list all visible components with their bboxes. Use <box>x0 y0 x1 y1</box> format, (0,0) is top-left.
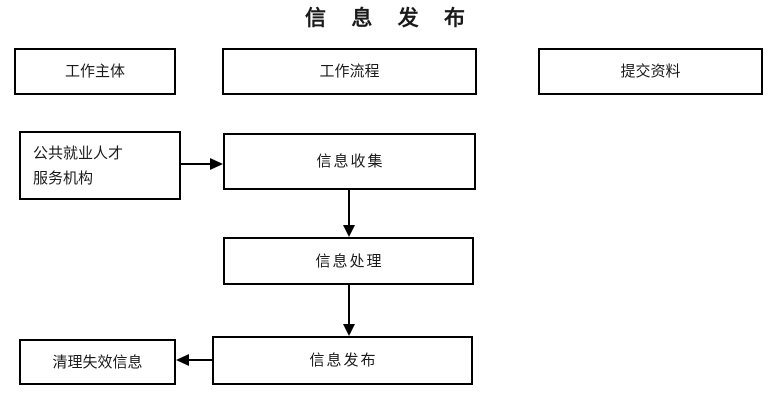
flow-node-publish-label: 信息发布 <box>309 351 378 369</box>
flow-node-publish: 信息发布 <box>212 336 473 385</box>
flow-node-agency: 公共就业人才 服务机构 <box>19 131 181 200</box>
column-header-submit-data: 提交资料 <box>538 48 763 95</box>
flow-node-collect-label: 信息收集 <box>316 152 385 170</box>
arrow-head <box>176 354 189 366</box>
page-title: 信 息 发 布 <box>305 6 474 30</box>
column-header-work-process: 工作流程 <box>222 48 477 95</box>
arrow-left-icon-publish-to-cleanup <box>176 354 214 366</box>
arrow-head <box>343 225 355 237</box>
arrow-shaft <box>186 359 214 361</box>
flow-node-cleanup-label: 清理失效信息 <box>52 352 143 371</box>
column-header-submit-data-label: 提交资料 <box>620 62 681 80</box>
column-header-work-subject-label: 工作主体 <box>64 62 125 80</box>
arrow-down-icon-collect-to-process <box>343 190 355 237</box>
arrow-head <box>210 158 223 170</box>
arrow-shaft <box>348 285 350 327</box>
arrow-shaft <box>181 163 213 165</box>
arrow-shaft <box>348 190 350 228</box>
flow-node-process: 信息处理 <box>223 237 474 285</box>
column-header-work-subject: 工作主体 <box>14 48 176 95</box>
arrow-right-icon-agency-to-collect <box>181 158 223 170</box>
arrow-down-icon-process-to-publish <box>343 285 355 336</box>
flow-node-collect: 信息收集 <box>223 133 476 190</box>
flow-node-agency-label: 公共就业人才 服务机构 <box>33 143 124 187</box>
flow-node-cleanup: 清理失效信息 <box>19 339 176 385</box>
flow-node-process-label: 信息处理 <box>315 251 384 270</box>
arrow-head <box>343 324 355 336</box>
column-header-work-process-label: 工作流程 <box>319 62 380 80</box>
